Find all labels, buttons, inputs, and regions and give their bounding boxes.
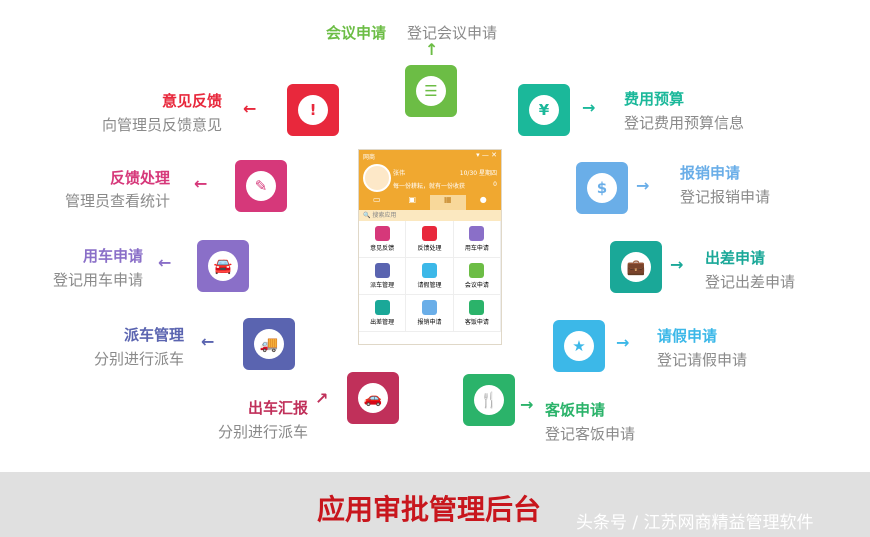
app-label: 意见反馈	[370, 245, 395, 252]
title-reimburse: 报销申请	[680, 164, 741, 182]
car-front-icon[interactable]: 🚘	[197, 240, 249, 292]
app-icon	[421, 300, 437, 315]
app-icon	[374, 226, 390, 241]
desc-dispatch: 分别进行派车	[93, 350, 184, 368]
watermark: 头条号 / 江苏网商精益管理软件	[576, 513, 814, 533]
avatar[interactable]	[363, 164, 391, 192]
car-icon[interactable]: 🚗	[347, 372, 399, 424]
title-leave: 请假申请	[657, 327, 718, 345]
arrow-left-icon: ←	[243, 99, 257, 118]
app-label: 反馈处理	[417, 245, 442, 252]
desc-leave: 登记请假申请	[657, 351, 748, 369]
star-icon[interactable]: ★	[553, 320, 605, 372]
window-controls[interactable]: ▾ — ✕	[476, 151, 497, 159]
title-budget: 费用预算	[624, 90, 685, 108]
title-meeting: 会议申请	[326, 24, 387, 42]
exclamation-bubble-icon[interactable]: !	[287, 84, 339, 136]
app-tile[interactable]: 用车申请	[453, 221, 501, 258]
arrow-left-icon: ←	[158, 253, 172, 272]
phone-app-mockup: 网商 ▾ — ✕ 张伟 10/30 星期四 每一份耕耘，就有一份收获 0 ▭ ▣…	[358, 149, 502, 345]
app-tile[interactable]: 派车管理	[359, 258, 407, 295]
desc-feedback-handle: 管理员查看统计	[64, 192, 170, 210]
arrow-right-icon: →	[636, 176, 650, 195]
app-label: 出差管理	[370, 319, 395, 326]
arrow-right-icon: →	[670, 255, 684, 274]
desc-trip: 登记出差申请	[705, 273, 796, 291]
desc-meal: 登记客饭申请	[545, 425, 636, 443]
app-name: 网商	[363, 154, 376, 161]
volume[interactable]: 0	[493, 181, 497, 188]
search-input[interactable]: 🔍 搜索应用	[359, 210, 501, 221]
app-tile[interactable]: 请假管理	[406, 258, 454, 295]
app-tile[interactable]: 会议申请	[453, 258, 501, 295]
search-placeholder: 搜索应用	[372, 212, 397, 219]
tab-messages[interactable]: ▭	[372, 195, 381, 204]
motto: 每一份耕耘，就有一份收获	[393, 183, 466, 190]
title-feedback: 意见反馈	[161, 92, 222, 110]
app-tile[interactable]: 报销申请	[406, 295, 454, 332]
message-icon[interactable]: ☰	[405, 65, 457, 117]
app-icon	[469, 300, 485, 315]
app-label: 会议申请	[464, 282, 489, 289]
tab-contacts[interactable]: ▣	[408, 195, 417, 204]
app-icon	[421, 226, 437, 241]
desc-feedback: 向管理员反馈意见	[101, 116, 222, 134]
app-label: 客饭申请	[464, 319, 489, 326]
arrow-left-icon: ←	[201, 332, 215, 351]
truck-icon[interactable]: 🚚	[243, 318, 295, 370]
briefcase-icon[interactable]: 💼	[610, 241, 662, 293]
title-car-report: 出车汇报	[247, 399, 308, 417]
desc-budget: 登记费用预算信息	[624, 114, 745, 132]
app-tile[interactable]: 客饭申请	[453, 295, 501, 332]
user-name: 张伟	[393, 170, 406, 177]
app-icon	[421, 263, 437, 278]
desc-meeting: 登记会议申请	[407, 24, 498, 42]
fork-knife-icon[interactable]: 🍴	[463, 374, 515, 426]
arrow-left-icon: ←	[194, 174, 208, 193]
app-label: 报销申请	[417, 319, 442, 326]
app-label: 派车管理	[370, 282, 395, 289]
banner-title: 应用审批管理后台	[317, 493, 542, 526]
arrow-right-icon: →	[520, 395, 534, 414]
app-icon	[374, 300, 390, 315]
money-icon[interactable]: ¥	[518, 84, 570, 136]
desc-reimburse: 登记报销申请	[680, 188, 771, 206]
arrow-right-icon: →	[616, 333, 630, 352]
title-car-apply: 用车申请	[82, 247, 143, 265]
app-label: 用车申请	[464, 245, 489, 252]
app-icon	[469, 226, 485, 241]
app-icon	[469, 263, 485, 278]
date: 10/30 星期四	[459, 170, 497, 177]
app-icon	[374, 263, 390, 278]
arrow-up-icon: ↑	[425, 40, 439, 59]
app-grid: 意见反馈 反馈处理 用车申请派车管理 请假管理 会议申请出差管理 报销申请 客饭申请	[359, 221, 501, 332]
arrow-right-icon: ↗	[315, 389, 329, 408]
pen-bubble-icon[interactable]: ✎	[235, 160, 287, 212]
app-tile[interactable]: 意见反馈	[359, 221, 407, 258]
title-trip: 出差申请	[705, 249, 766, 267]
app-label: 请假管理	[417, 282, 442, 289]
phone-tabs: ▭ ▣ ▦ ●	[359, 195, 501, 210]
receipt-icon[interactable]: $	[576, 162, 628, 214]
arrow-right-icon: →	[582, 98, 596, 117]
banner: 应用审批管理后台 头条号 / 江苏网商精益管理软件	[0, 472, 870, 537]
tab-apps[interactable]: ▦	[430, 195, 466, 210]
title-feedback-handle: 反馈处理	[109, 169, 170, 187]
desc-car-report: 分别进行派车	[217, 423, 308, 441]
app-tile[interactable]: 反馈处理	[406, 221, 454, 258]
title-dispatch: 派车管理	[123, 326, 184, 344]
app-tile[interactable]: 出差管理	[359, 295, 407, 332]
title-meal: 客饭申请	[545, 401, 606, 419]
desc-car-apply: 登记用车申请	[52, 271, 143, 289]
tab-profile[interactable]: ●	[479, 195, 487, 204]
